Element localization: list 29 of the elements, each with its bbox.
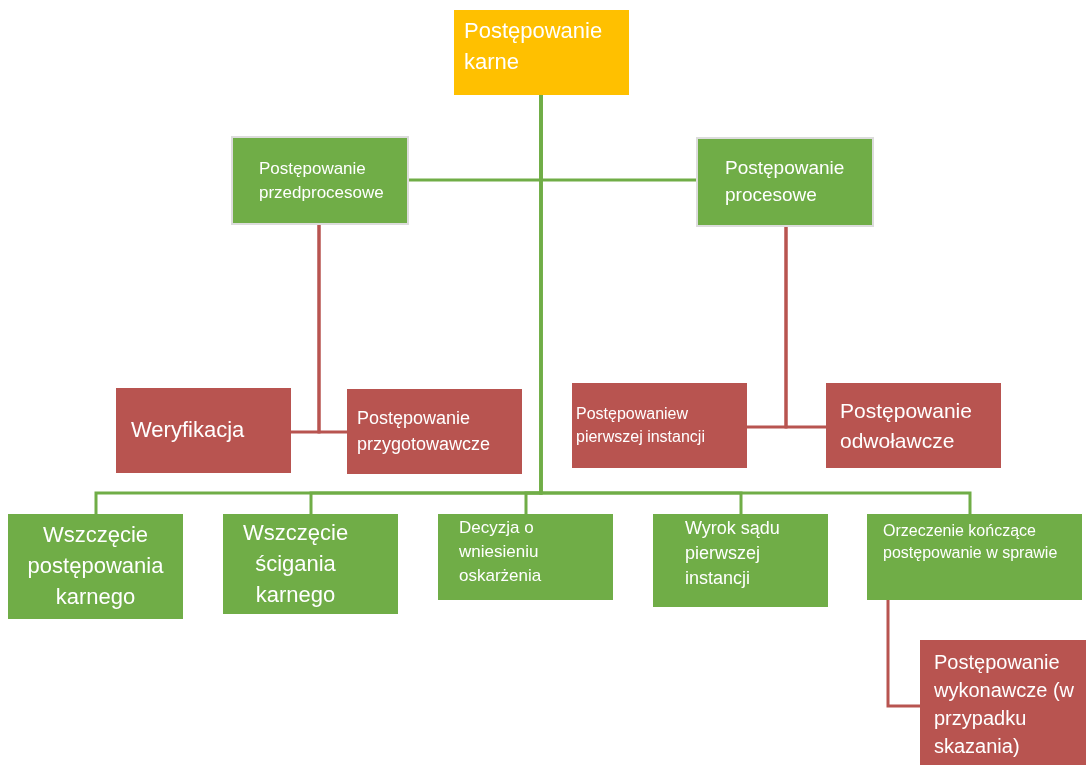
box-label: Postępowanie przygotowawcze (357, 407, 492, 456)
process-box (696, 137, 874, 227)
box-label: Weryfikacja (131, 416, 246, 445)
box-label: Postępowanie odwoławcze (840, 398, 973, 454)
process-box (231, 136, 409, 225)
box-label: Orzeczenie kończące postępowanie w sprawie (883, 521, 1059, 564)
connector-line (886, 600, 920, 708)
process-box (223, 514, 398, 614)
box-label: Postępowanie przedprocesowe (259, 157, 385, 204)
process-box (438, 514, 613, 600)
box-label: Postępowanie procesowe (725, 156, 846, 207)
box-label: Postępowanie karne (464, 17, 604, 76)
connector-line (317, 225, 347, 434)
process-box (867, 514, 1082, 600)
box-label: Postępowaniew pierwszej instancji (576, 404, 706, 447)
process-box (454, 10, 629, 95)
process-box (653, 514, 828, 607)
process-box (920, 640, 1086, 765)
process-box (347, 389, 522, 474)
process-box (8, 514, 183, 619)
box-label: Wszczęcie ścigania karnego (243, 519, 348, 609)
box-label: Decyzja o wniesieniu oskarżenia (459, 517, 543, 587)
process-box (572, 383, 747, 468)
box-label: Wyrok sądu pierwszej instancji (685, 517, 781, 591)
connector-line (784, 227, 826, 429)
box-label: Wszczęcie postępowania karnego (26, 521, 165, 611)
process-box (826, 383, 1001, 468)
box-label: Postępowanie wykonawcze (w przypadku skazania) (934, 650, 1076, 759)
process-box (116, 388, 291, 473)
